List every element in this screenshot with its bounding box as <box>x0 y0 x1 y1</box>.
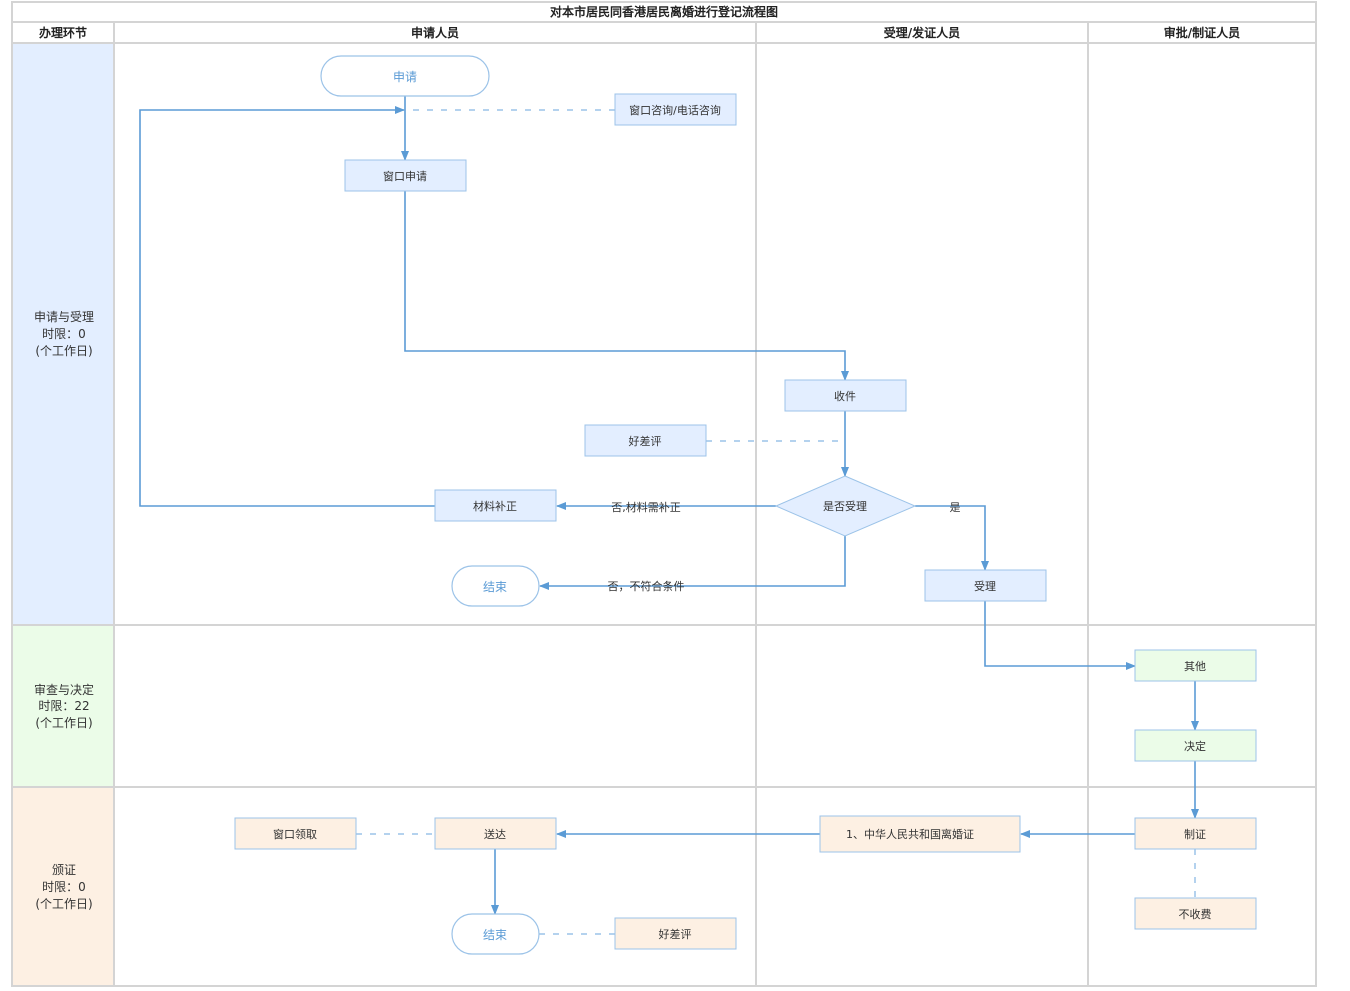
svg-text:(个工作日): (个工作日) <box>35 716 92 730</box>
svg-text:制证: 制证 <box>1184 828 1206 841</box>
column-header-applicant: 申请人员 <box>411 25 459 40</box>
node-review2[interactable]: 好差评 <box>614 917 737 950</box>
svg-text:其他: 其他 <box>1184 660 1206 673</box>
node-window-pickup[interactable]: 窗口领取 <box>234 817 357 850</box>
svg-text:窗口领取: 窗口领取 <box>273 827 317 841</box>
svg-text:(个工作日): (个工作日) <box>35 897 92 911</box>
edge-supplement-back <box>139 106 435 507</box>
svg-text:是否受理: 是否受理 <box>823 500 867 513</box>
node-decide[interactable]: 决定 <box>1134 729 1257 762</box>
svg-text:结束: 结束 <box>483 928 507 942</box>
edge-window-receive <box>404 191 849 381</box>
stage-bg-apply <box>13 43 114 625</box>
svg-text:审查与决定: 审查与决定 <box>34 682 94 697</box>
svg-text:窗口申请: 窗口申请 <box>383 169 427 183</box>
node-deliver[interactable]: 送达 <box>434 817 557 850</box>
node-supplement[interactable]: 材料补正 <box>434 489 557 522</box>
svg-text:(个工作日): (个工作日) <box>35 344 92 358</box>
svg-text:时限：0: 时限：0 <box>42 880 86 894</box>
node-receive[interactable]: 收件 <box>784 379 907 412</box>
node-apply-start[interactable]: 申请 <box>320 55 490 97</box>
svg-text:不收费: 不收费 <box>1179 907 1212 921</box>
stage-label-issue: 颁证 时限：0 (个工作日) <box>35 862 92 911</box>
node-decision[interactable]: 是否受理 <box>774 475 917 537</box>
edge-decision-end <box>539 536 846 590</box>
node-end2[interactable]: 结束 <box>451 913 540 955</box>
svg-text:送达: 送达 <box>484 827 506 841</box>
node-review1[interactable]: 好差评 <box>584 424 707 457</box>
node-other[interactable]: 其他 <box>1134 649 1257 682</box>
edge-label-supplement: 否,材料需补正 <box>611 500 681 514</box>
swimlane-grid <box>11 1 1317 987</box>
node-certificate[interactable]: 1、中华人民共和国离婚证 <box>819 815 1021 853</box>
edges <box>139 96 1199 935</box>
svg-text:时限：0: 时限：0 <box>42 327 86 341</box>
svg-text:材料补正: 材料补正 <box>473 499 517 513</box>
node-accept[interactable]: 受理 <box>924 569 1047 602</box>
node-consult[interactable]: 窗口咨询/电话咨询 <box>614 93 737 126</box>
svg-text:窗口咨询/电话咨询: 窗口咨询/电话咨询 <box>629 103 721 117</box>
svg-text:时限：22: 时限：22 <box>38 699 89 713</box>
svg-text:1、中华人民共和国离婚证: 1、中华人民共和国离婚证 <box>846 827 974 841</box>
svg-text:收件: 收件 <box>834 389 856 403</box>
edge-decision-accept <box>915 505 989 571</box>
node-end1[interactable]: 结束 <box>451 565 540 607</box>
stage-bg-review <box>13 625 114 787</box>
node-window-apply[interactable]: 窗口申请 <box>344 159 467 192</box>
svg-text:申请: 申请 <box>393 70 417 84</box>
stage-label-apply: 申请与受理 时限：0 (个工作日) <box>34 310 94 358</box>
edge-label-yes: 是 <box>950 501 961 514</box>
svg-text:结束: 结束 <box>483 580 507 594</box>
edge-accept-other <box>984 601 1136 670</box>
column-header-approver: 审批/制证人员 <box>1164 25 1240 40</box>
diagram-title: 对本市居民同香港居民离婚进行登记流程图 <box>550 4 778 19</box>
node-make-cert[interactable]: 制证 <box>1134 817 1257 850</box>
stage-bg-issue <box>13 787 114 986</box>
edge-label-reject: 否，不符合条件 <box>608 579 685 593</box>
svg-text:好差评: 好差评 <box>659 927 692 941</box>
svg-text:申请与受理: 申请与受理 <box>34 310 94 324</box>
stage-label-review: 审查与决定 时限：22 (个工作日) <box>34 682 94 730</box>
column-header-stage: 办理环节 <box>39 25 87 40</box>
svg-text:决定: 决定 <box>1184 739 1206 753</box>
svg-text:受理: 受理 <box>974 580 996 593</box>
column-header-acceptor: 受理/发证人员 <box>884 25 960 40</box>
node-no-fee[interactable]: 不收费 <box>1134 897 1257 930</box>
svg-text:好差评: 好差评 <box>629 434 662 448</box>
svg-text:颁证: 颁证 <box>52 862 76 877</box>
